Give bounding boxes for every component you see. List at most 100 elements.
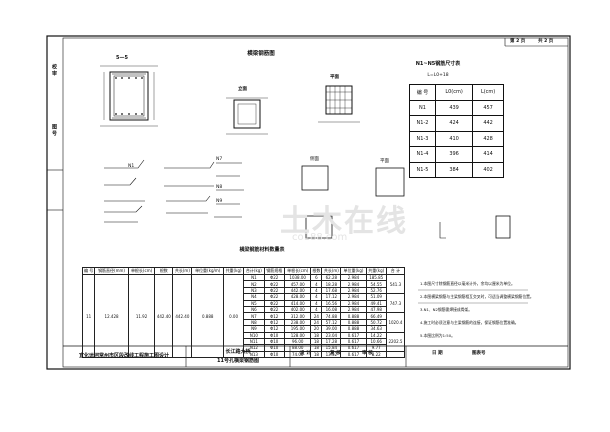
material-cell: 47.98 — [365, 305, 387, 314]
lengths-cell: 402 — [472, 161, 504, 178]
material-header-cell: 共重(kg) — [365, 267, 387, 275]
material-cell: 10.66 — [365, 337, 387, 346]
material-cell: Φ22 — [263, 299, 285, 307]
material-cell: 16.08 — [321, 305, 342, 314]
material-cell: 1038.00 — [283, 273, 312, 282]
material-cell: 49.41 — [365, 299, 387, 307]
material-cell: 74.88 — [321, 312, 342, 320]
side-label: 侧面 — [310, 157, 319, 162]
outer-frame — [46, 35, 571, 370]
material-cell: 9.77 — [365, 344, 387, 352]
drawing-name: 11号孔横梁钢筋图 — [217, 358, 259, 364]
material-cell: 57.12 — [321, 318, 342, 327]
detail-label-n9: N9 — [216, 199, 223, 204]
material-cell: 96.00 — [283, 337, 312, 346]
material-header-cell: 单位重(kg) — [340, 267, 367, 275]
lengths-cell: 396 — [434, 146, 474, 163]
left-strip-top: 校 审 — [51, 64, 57, 76]
material-header-cell: 根数 — [154, 267, 174, 275]
material-cell: Φ10 — [263, 331, 285, 339]
lengths-note: L=L0+18 — [427, 73, 449, 78]
material-cell: Φ22 — [263, 305, 285, 314]
material-header-cell: 共长(m) — [321, 267, 342, 275]
watermark: 土木在线 — [280, 204, 408, 239]
material-cell: Φ12 — [263, 325, 285, 333]
material-cell: 34.63 — [365, 325, 387, 333]
date-label: 日 期 — [432, 351, 443, 356]
inner-frame — [62, 37, 569, 368]
material-summary-cell: 11.92 — [127, 273, 156, 359]
material-header-cell: 合计(kg) — [243, 267, 265, 275]
lengths-cell: N1-5 — [409, 161, 436, 178]
detail-label-n1: N1 — [128, 164, 135, 169]
material-cell: 50.72 — [365, 318, 387, 327]
note-line: 2.本图横梁钢筋与主梁钢筋相互交叉时，可适当调整横梁钢筋位置。 — [420, 294, 534, 299]
page-total: 共 2 页 — [538, 39, 554, 44]
lengths-header-row: 编 号 L0(cm) L(cm) — [409, 84, 504, 101]
material-cell: 66.49 — [365, 312, 387, 320]
material-header-cell: 共重(kg) — [222, 267, 245, 275]
material-cell: 17.12 — [321, 293, 342, 301]
material-cell: 62.28 — [321, 273, 342, 282]
lengths-cell: N1 — [409, 99, 436, 116]
material-cell: 8.22 — [365, 350, 387, 359]
material-summary-cell: 442.40 — [154, 273, 174, 359]
lengths-cell: 428 — [472, 130, 504, 147]
material-table-title: 横梁钢筋材料数量表 — [239, 247, 285, 253]
material-summary-cell: 11 — [81, 273, 96, 359]
material-cell: Φ22 — [263, 280, 285, 288]
material-cell: Φ10 — [263, 350, 285, 359]
material-cell: Φ22 — [263, 286, 285, 295]
lengths-cell: N1-2 — [409, 115, 436, 132]
lengths-header-cell: L(cm) — [472, 84, 504, 101]
lengths-cell: 442 — [472, 115, 504, 132]
material-header-cell: 单根长(cm) — [127, 267, 156, 275]
material-cell: 402.00 — [283, 305, 312, 314]
detail-label-n8: N8 — [216, 185, 223, 190]
material-cell: Φ22 — [263, 273, 285, 282]
drawing-main-title: 横梁钢筋图 — [247, 51, 275, 57]
material-cell: 442.00 — [283, 286, 312, 295]
material-cell: 17.28 — [321, 337, 342, 346]
page-number: 第 2 页 — [510, 39, 526, 44]
material-cell: 14.22 — [365, 331, 387, 339]
material-cell: Φ12 — [263, 318, 285, 327]
material-header-cell: 编 号 — [81, 267, 96, 275]
material-cell: 39.00 — [321, 325, 342, 333]
material-cell: 88.00 — [283, 344, 312, 352]
material-cell: 414.00 — [283, 299, 312, 307]
material-summary-cell: 12.428 — [94, 273, 129, 359]
lengths-cell: N1-3 — [409, 130, 436, 147]
material-cell: 17.68 — [321, 286, 342, 295]
lengths-header-cell: L0(cm) — [434, 84, 474, 101]
project-name: 长江路大桥 — [225, 349, 251, 355]
material-header-cell: 根数 — [310, 267, 323, 275]
material-summary-cell: 0.888 — [191, 273, 224, 359]
lengths-cell: 424 — [434, 115, 474, 132]
material-table: 编 号钢筋直径(mm)单根长(cm)根数共长(m)单位重(kg/m)共重(kg)… — [81, 267, 406, 359]
material-header-cell: 单根长(cm) — [283, 267, 312, 275]
material-header-cell: 共长(m) — [172, 267, 193, 275]
lengths-cell: 457 — [472, 99, 504, 116]
material-cell: 23.04 — [321, 331, 342, 339]
material-cell: 16.56 — [321, 299, 342, 307]
plan-b-label: 平面 — [380, 159, 389, 164]
material-cell: 51.09 — [365, 293, 387, 301]
lengths-cell: N1-4 — [409, 146, 436, 163]
note-line: 1.本图尺寸除钢筋直径以毫米计外，余均以厘米为单位。 — [420, 281, 515, 286]
